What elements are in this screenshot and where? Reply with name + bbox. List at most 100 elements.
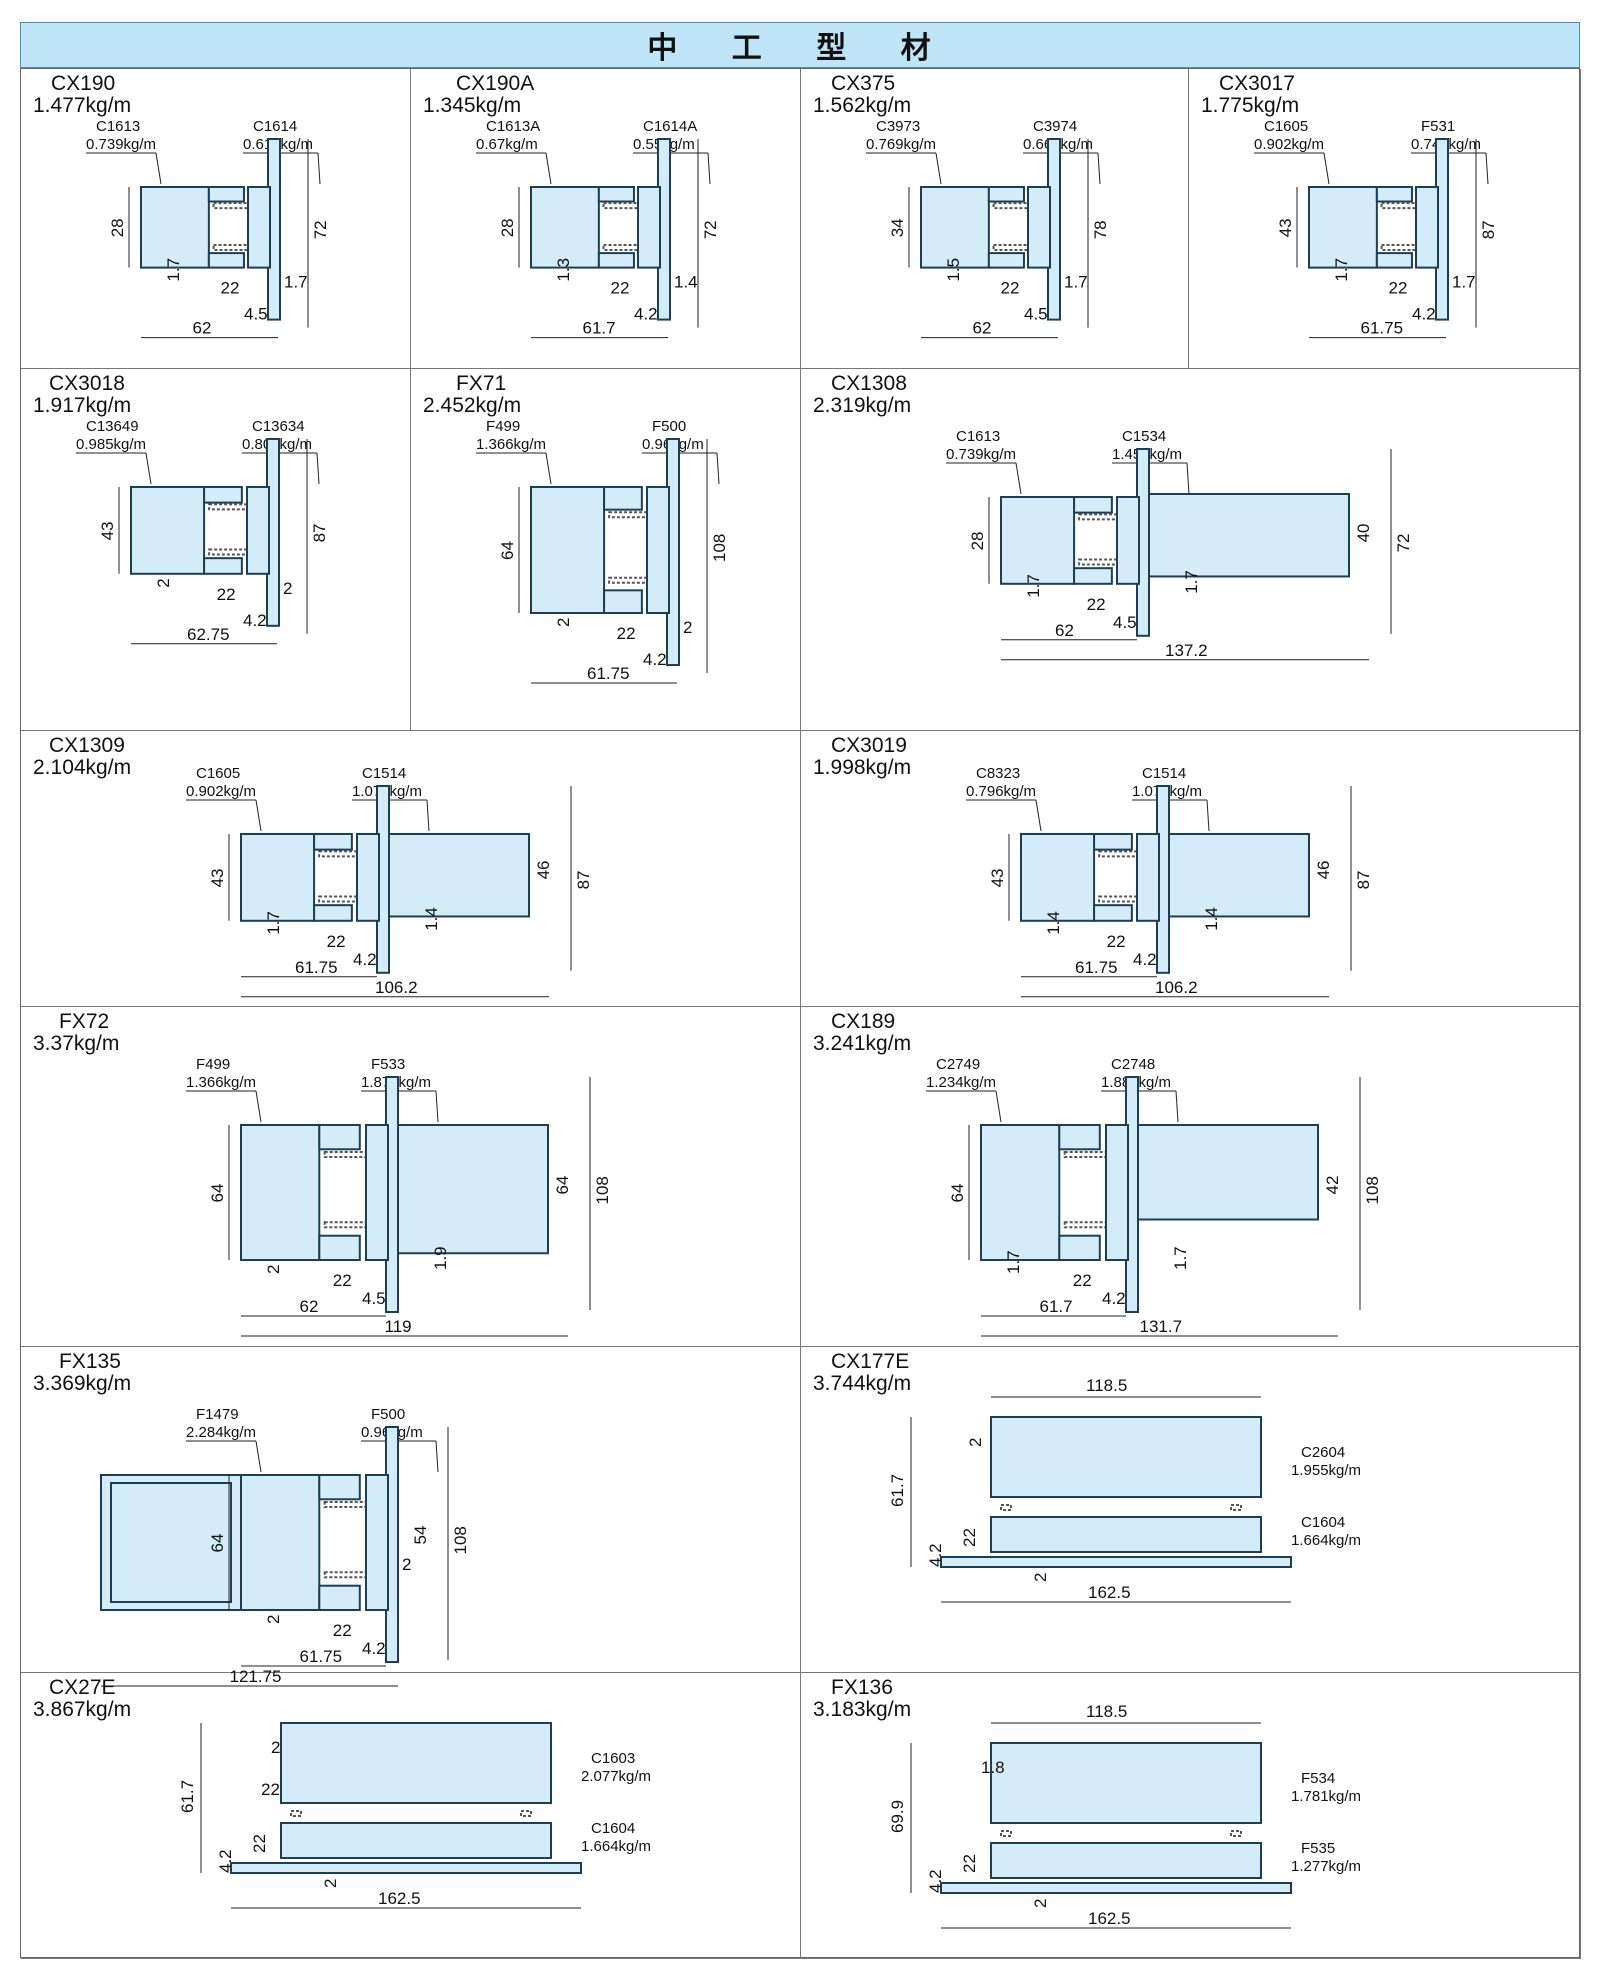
part-code: C1613: [96, 118, 140, 135]
dim-wall: 1.7: [1182, 570, 1201, 594]
dim-wall: 1.4: [674, 273, 698, 292]
dim-gap: 22: [1073, 1271, 1092, 1290]
dim-total-height: 87: [1479, 220, 1498, 239]
frame-web: [1136, 833, 1160, 922]
part-weight: 0.739kg/m: [86, 136, 156, 153]
sash-profile: [240, 1474, 321, 1611]
outer-frame-chamber: [397, 1124, 549, 1255]
sash-lip: [203, 557, 243, 575]
profile-cell-cx3018: CX30181.917kg/mC136490.985kg/mC136340.80…: [21, 369, 411, 731]
dim-total-height: 61.7: [178, 1780, 197, 1813]
dimension-line: [255, 1090, 262, 1123]
part-code: C1603: [591, 1750, 635, 1767]
part-code: C3973: [876, 118, 920, 135]
dim-width: 61.75: [295, 958, 338, 977]
dimension-line: [435, 1090, 439, 1123]
dimension-line: [1485, 152, 1489, 185]
dim-width: 62: [973, 319, 992, 338]
part-code: C8323: [976, 765, 1020, 782]
part-code: C1613: [956, 428, 1000, 445]
profile-weight: 2.319kg/m: [813, 394, 912, 417]
sash-lip: [1058, 1234, 1101, 1261]
sash-profile: [1308, 186, 1378, 269]
profile-cell-cx1309: CX13092.104kg/mC16050.902kg/mC15141.077k…: [21, 731, 801, 1007]
part-code: F1479: [196, 1406, 239, 1423]
lower-chamber: [990, 1516, 1262, 1553]
dim-width: 61.7: [1040, 1297, 1073, 1316]
dim-wall: 1.7: [1064, 273, 1088, 292]
sash-lip: [1073, 496, 1113, 514]
dim-offset: 4.5: [362, 1289, 386, 1308]
dim-height: 28: [968, 531, 987, 550]
dim-total-height: 69.9: [888, 1800, 907, 1833]
dimension-line: [1323, 152, 1330, 185]
profile-code: FX135: [59, 1350, 121, 1373]
dimension-line: [1175, 1090, 1179, 1123]
dim-wall: 2: [283, 579, 292, 598]
dim-wall: 2: [966, 1438, 985, 1447]
thermal-break-strip: [1000, 1830, 1012, 1837]
dim-wall: 1.7: [264, 911, 283, 935]
dimension-line: [935, 152, 942, 185]
thermal-break-strip: [323, 1501, 378, 1508]
dim-gap: 22: [1389, 279, 1408, 298]
part-code: C1604: [591, 1820, 635, 1837]
part-code: C2749: [936, 1056, 980, 1073]
dim-height: 43: [98, 521, 117, 540]
dim-wall: 2: [554, 618, 573, 627]
part-weight: 0.985kg/m: [76, 436, 146, 453]
dim-offset: 4.2: [643, 650, 667, 669]
frame-web: [637, 186, 661, 269]
dimension-line: [707, 152, 711, 185]
outer-frame-chamber: [388, 833, 530, 918]
thermal-break-strip: [1063, 1151, 1118, 1158]
dim-wall: 1.7: [1024, 574, 1043, 598]
profile-drawing: C16050.902kg/mF5310.748kg/m43871.7221.74…: [1254, 118, 1498, 339]
dim-wall: 1.8: [981, 1758, 1005, 1777]
dim-height: 43: [988, 868, 1007, 887]
sash-lip: [313, 833, 353, 851]
part-code: C13634: [252, 418, 305, 435]
dimension-line: [1097, 152, 1101, 185]
profile-weight: 1.775kg/m: [1201, 94, 1300, 117]
profile-drawing: C1613A0.67kg/mC1614A0.55kg/m28721.3221.4…: [476, 118, 720, 339]
dimension-line: [426, 799, 430, 832]
frame-web: [365, 1124, 389, 1261]
profile-code: CX3018: [49, 372, 125, 395]
lower-chamber: [990, 1842, 1262, 1879]
dim-wall: 2: [271, 1738, 280, 1757]
dim-total-width: 106.2: [375, 978, 418, 997]
outer-frame-chamber: [1137, 1124, 1319, 1221]
dim-total-width: 121.75: [230, 1667, 282, 1686]
dim-wall: 2: [264, 1265, 283, 1274]
dim-height: 42: [1323, 1176, 1342, 1195]
dimension-line: [255, 1440, 262, 1473]
profile-weight: 3.744kg/m: [813, 1372, 912, 1395]
sash-lip: [318, 1124, 361, 1151]
profile-cell-fx135: FX1353.369kg/mF14792.284kg/mF5000.96kg/m…: [21, 1347, 801, 1687]
profile-code: CX27E: [49, 1676, 116, 1699]
part-weight: 1.955kg/m: [1291, 1462, 1361, 1479]
dim-total-height: 78: [1091, 220, 1110, 239]
sash-lip: [318, 1474, 361, 1501]
dim-wall: 1.7: [1004, 1250, 1023, 1274]
dimension-line: [316, 452, 320, 485]
dim-gap: 22: [250, 1834, 269, 1853]
dim-gap: 22: [617, 624, 636, 643]
dim-top-width: 118.5: [1086, 1702, 1127, 1721]
profile-code: CX375: [831, 72, 896, 95]
thermal-break-strip: [1000, 1504, 1012, 1511]
dim-wall: 1.7: [1332, 258, 1351, 282]
dim-gap: 22: [333, 1271, 352, 1290]
profile-code: CX190A: [456, 72, 535, 95]
profile-cell-fx71: FX712.452kg/mF4991.366kg/mF5000.96kg/m64…: [411, 369, 801, 731]
dim-wall: 1.3: [554, 258, 573, 282]
profile-weight: 3.867kg/m: [33, 1698, 132, 1721]
sash-lip: [603, 589, 643, 615]
dim-offset: 4.2: [634, 305, 658, 324]
sash-lip: [1058, 1124, 1101, 1151]
sash-lip: [987, 252, 1025, 269]
section-header: 中 工 型 材: [20, 22, 1580, 68]
dim-total-height: 108: [451, 1526, 470, 1554]
part-weight: 2.077kg/m: [581, 1768, 651, 1785]
